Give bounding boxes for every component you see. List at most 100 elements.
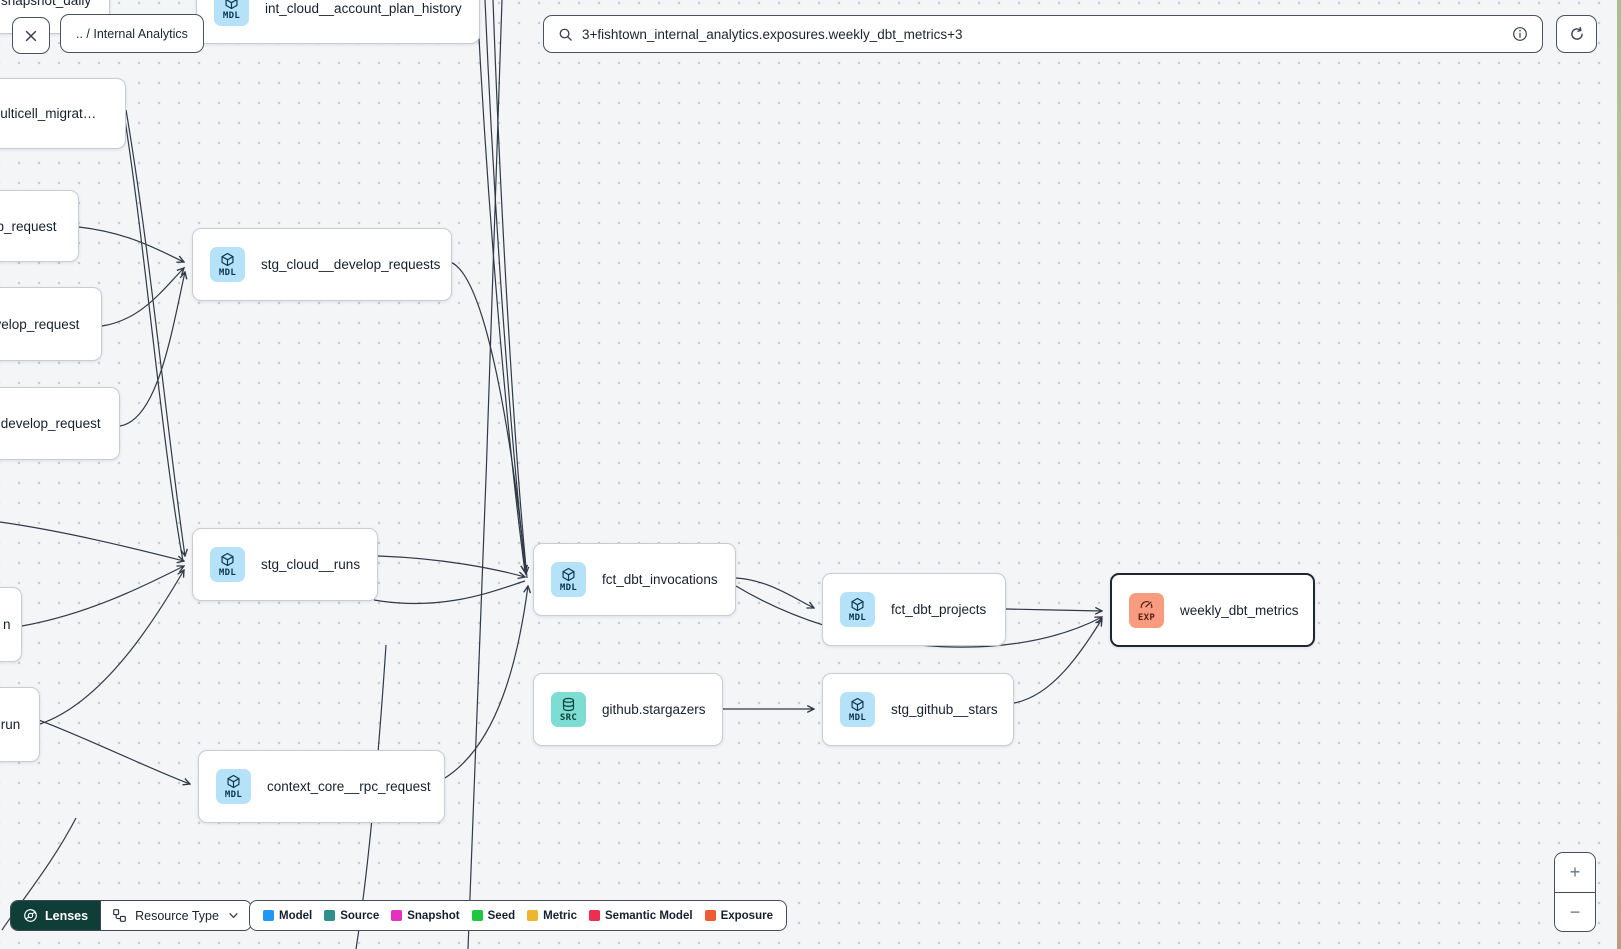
legend-item-exposure: Exposure (704, 909, 773, 922)
node-type-label: SRC (559, 712, 578, 723)
node-label: fct_dbt_invocations (602, 572, 718, 587)
node-type-badge: MDL (210, 547, 245, 582)
legend-label: Seed (487, 909, 516, 922)
node-label: snapshot_daily (1, 0, 92, 8)
resource-type-dropdown[interactable]: Resource Type (100, 901, 251, 930)
legend-swatch (527, 910, 539, 921)
cube-icon (226, 774, 241, 789)
node-label: github.stargazers (602, 702, 706, 717)
legend-label: Model (279, 909, 313, 922)
cube-icon (224, 0, 239, 10)
graph-node-weekly_dbt_metrics[interactable]: EXP weekly_dbt_metrics (1110, 573, 1315, 647)
edge-op_request-stg_cloud__develop_requests (78, 226, 184, 262)
refresh-button[interactable] (1556, 15, 1597, 53)
search-icon (558, 27, 573, 42)
node-type-label: MDL (848, 612, 867, 623)
graph-node-stg_cloud__runs[interactable]: MDL stg_cloud__runs (192, 528, 378, 601)
node-type-label: MDL (224, 789, 243, 800)
node-label: weekly_dbt_metrics (1180, 602, 1299, 618)
info-icon[interactable] (1512, 26, 1528, 42)
graph-node-fct_dbt_projects[interactable]: MDL fct_dbt_projects (822, 573, 1006, 646)
edge-offscreen-top-fct_dbt_invocations (476, 0, 525, 572)
database-icon (561, 697, 576, 712)
graph-node-run_node[interactable]: .run (0, 687, 40, 762)
node-type-badge: MDL (210, 247, 245, 282)
edge-multicell_migrat-stg_cloud__runs (125, 109, 185, 556)
graph-node-develop_request[interactable]: .develop_request (0, 387, 120, 460)
cube-icon (850, 697, 865, 712)
search-bar[interactable] (543, 15, 1543, 53)
legend-item-metric: Metric (527, 910, 577, 922)
legend-swatch (704, 910, 716, 921)
node-label: .run (0, 717, 21, 732)
legend-item-semantic-model: Semantic Model (589, 910, 693, 922)
legend: Model Source Snapshot Seed Metric Semant… (249, 900, 787, 931)
edge-n_node-stg_cloud__runs (21, 566, 184, 627)
legend-item-seed: Seed (471, 909, 516, 922)
graph-node-evelop_request[interactable]: evelop_request (0, 287, 102, 361)
refresh-icon (1569, 26, 1585, 42)
node-type-badge: MDL (216, 769, 251, 804)
legend-label: Source (340, 909, 380, 922)
edge-offscreen-top-fct_dbt_invocations (484, 0, 527, 576)
legend-item-source: Source (324, 910, 379, 922)
edge-fct_dbt_projects-weekly_dbt_metrics (1005, 609, 1102, 611)
node-type-badge: MDL (214, 0, 249, 26)
legend-label: Snapshot (407, 909, 460, 922)
node-type-label: EXP (1137, 613, 1156, 623)
lenses-label: Lenses (45, 908, 89, 923)
node-label: stg_github__stars (891, 702, 998, 717)
edge-evelop_request-stg_cloud__develop_requests (101, 268, 184, 327)
node-type-label: MDL (848, 712, 867, 723)
graph-node-multicell_migrat[interactable]: multicell_migrat… (0, 78, 126, 149)
cube-icon (561, 567, 576, 582)
node-type-label: MDL (222, 11, 241, 21)
legend-label: Metric (543, 909, 577, 922)
edge-multicell_migrat-stg_cloud__runs (124, 119, 184, 562)
lenses-button[interactable]: Lenses (11, 901, 101, 930)
graph-node-fct_dbt_invocations[interactable]: MDL fct_dbt_invocations (533, 543, 736, 616)
edge-offscreen-left-stg_cloud__runs (0, 521, 184, 561)
graph-node-stg_github__stars[interactable]: MDL stg_github__stars (822, 673, 1014, 746)
zoom-out-button[interactable]: − (1555, 892, 1595, 931)
cube-icon (220, 252, 235, 267)
node-type-label: MDL (559, 582, 578, 593)
close-button[interactable] (12, 17, 50, 54)
graph-node-n_node[interactable]: n (0, 587, 22, 662)
legend-swatch (391, 910, 403, 921)
node-type-badge: EXP (1129, 592, 1164, 628)
legend-swatch (263, 910, 274, 921)
close-icon (23, 28, 39, 44)
resource-type-icon (112, 908, 127, 923)
node-type-badge: MDL (551, 562, 586, 597)
legend-label: Exposure (720, 909, 773, 922)
legend-swatch (589, 910, 600, 921)
breadcrumb-label: .. / Internal Analytics (76, 26, 188, 41)
zoom-in-button[interactable]: + (1555, 853, 1595, 892)
graph-node-op_request[interactable]: op_request (0, 190, 79, 262)
edge-offscreen-top-offscreen-bottom (467, 0, 503, 949)
graph-node-github.stargazers[interactable]: SRC github.stargazers (533, 673, 723, 746)
node-label: n (3, 617, 11, 632)
node-label: stg_cloud__runs (261, 557, 361, 572)
edge-stg_github__stars-weekly_dbt_metrics (1013, 619, 1102, 704)
zoom-controls: + − (1554, 852, 1596, 932)
node-type-label: MDL (218, 567, 237, 578)
node-type-label: MDL (218, 267, 237, 278)
graph-node-int_cloud__account_plan_history[interactable]: MDL int_cloud__account_plan_history (196, 0, 480, 44)
cube-icon (850, 597, 865, 612)
graph-node-stg_cloud__develop_requests[interactable]: MDL stg_cloud__develop_requests (192, 228, 452, 301)
lenses-icon (23, 908, 38, 923)
graph-node-context_core__rpc_request[interactable]: MDL context_core__rpc_request (198, 750, 445, 823)
search-input[interactable] (582, 26, 1503, 42)
lenses-control: Lenses Resource Type (10, 900, 252, 931)
edge-run_node-stg_cloud__runs (39, 570, 184, 725)
node-label: int_cloud__account_plan_history (265, 0, 462, 16)
cube-icon (220, 552, 235, 567)
node-label: op_request (0, 218, 57, 234)
legend-swatch (471, 910, 483, 921)
legend-swatch (324, 910, 336, 921)
breadcrumb[interactable]: .. / Internal Analytics (60, 14, 204, 53)
